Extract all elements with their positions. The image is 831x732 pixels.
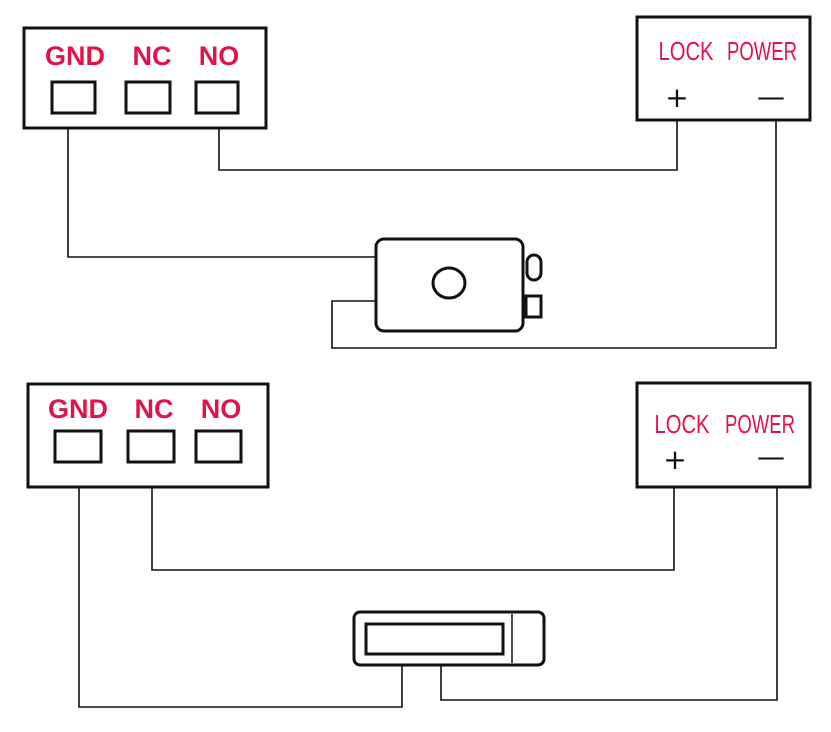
minus-symbol: —	[757, 80, 785, 113]
wire-gnd-to-strike-bottom	[78, 487, 403, 708]
wire-nc-to-power-plus-bottom	[151, 487, 675, 571]
terminal-label-nc: NC	[135, 394, 174, 424]
wire-lock-to-power-minus-top	[331, 120, 777, 349]
relay-terminal-box-top: GND NC NO	[22, 26, 268, 130]
minus-symbol: —	[757, 440, 785, 473]
terminal-label-no: NO	[199, 41, 240, 71]
terminal-no	[194, 429, 243, 464]
terminal-label-no: NO	[201, 394, 242, 424]
terminal-label-gnd: GND	[45, 41, 105, 71]
power-label-lock: LOCK	[655, 409, 711, 439]
wire-strike-to-power-minus-bottom	[440, 487, 778, 701]
power-label-lock: LOCK	[659, 36, 715, 66]
power-label-power: POWER	[725, 409, 795, 439]
wire-gnd-to-lock-top	[67, 128, 377, 258]
wire-no-to-power-plus-top	[218, 120, 678, 171]
terminal-nc	[126, 429, 176, 464]
lock-power-box-top: LOCK POWER + —	[635, 15, 812, 122]
lock-power-box-bottom: LOCK POWER + —	[635, 381, 812, 489]
magnetic-strike-icon	[352, 610, 546, 667]
terminal-label-gnd: GND	[48, 394, 108, 424]
terminal-label-nc: NC	[133, 41, 172, 71]
power-label-power: POWER	[727, 36, 797, 66]
terminal-no	[194, 80, 240, 115]
plus-symbol: +	[665, 81, 688, 114]
electric-lock-icon	[374, 237, 543, 333]
terminal-nc	[124, 80, 172, 115]
plus-symbol: +	[663, 443, 686, 476]
relay-terminal-box-bottom: GND NC NO	[26, 382, 270, 489]
terminal-gnd	[50, 80, 97, 115]
terminal-gnd	[53, 429, 103, 464]
